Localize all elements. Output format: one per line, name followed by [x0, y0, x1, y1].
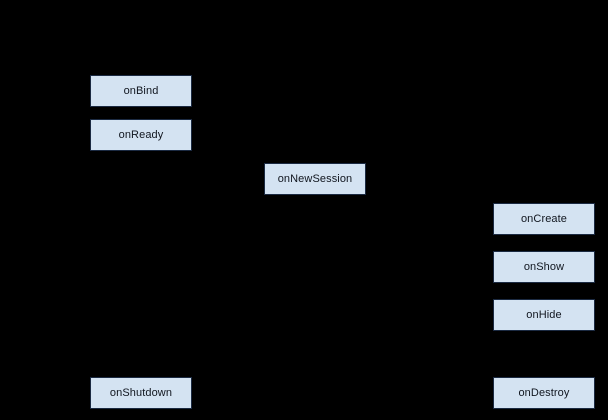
node-label: onCreate [520, 212, 568, 225]
node-on-ready[interactable]: onReady [90, 119, 192, 151]
node-label: onDestroy [518, 386, 570, 399]
node-on-bind[interactable]: onBind [90, 75, 192, 107]
node-label: onShutdown [109, 386, 173, 399]
node-on-hide[interactable]: onHide [493, 299, 595, 331]
node-on-destroy[interactable]: onDestroy [493, 377, 595, 409]
node-on-shutdown[interactable]: onShutdown [90, 377, 192, 409]
node-label: onNewSession [277, 172, 353, 185]
node-label: onHide [526, 308, 562, 321]
node-label: onReady [118, 128, 164, 141]
node-label: onShow [523, 260, 565, 273]
node-on-show[interactable]: onShow [493, 251, 595, 283]
node-on-new-session[interactable]: onNewSession [264, 163, 366, 195]
node-on-create[interactable]: onCreate [493, 203, 595, 235]
node-label: onBind [123, 84, 159, 97]
